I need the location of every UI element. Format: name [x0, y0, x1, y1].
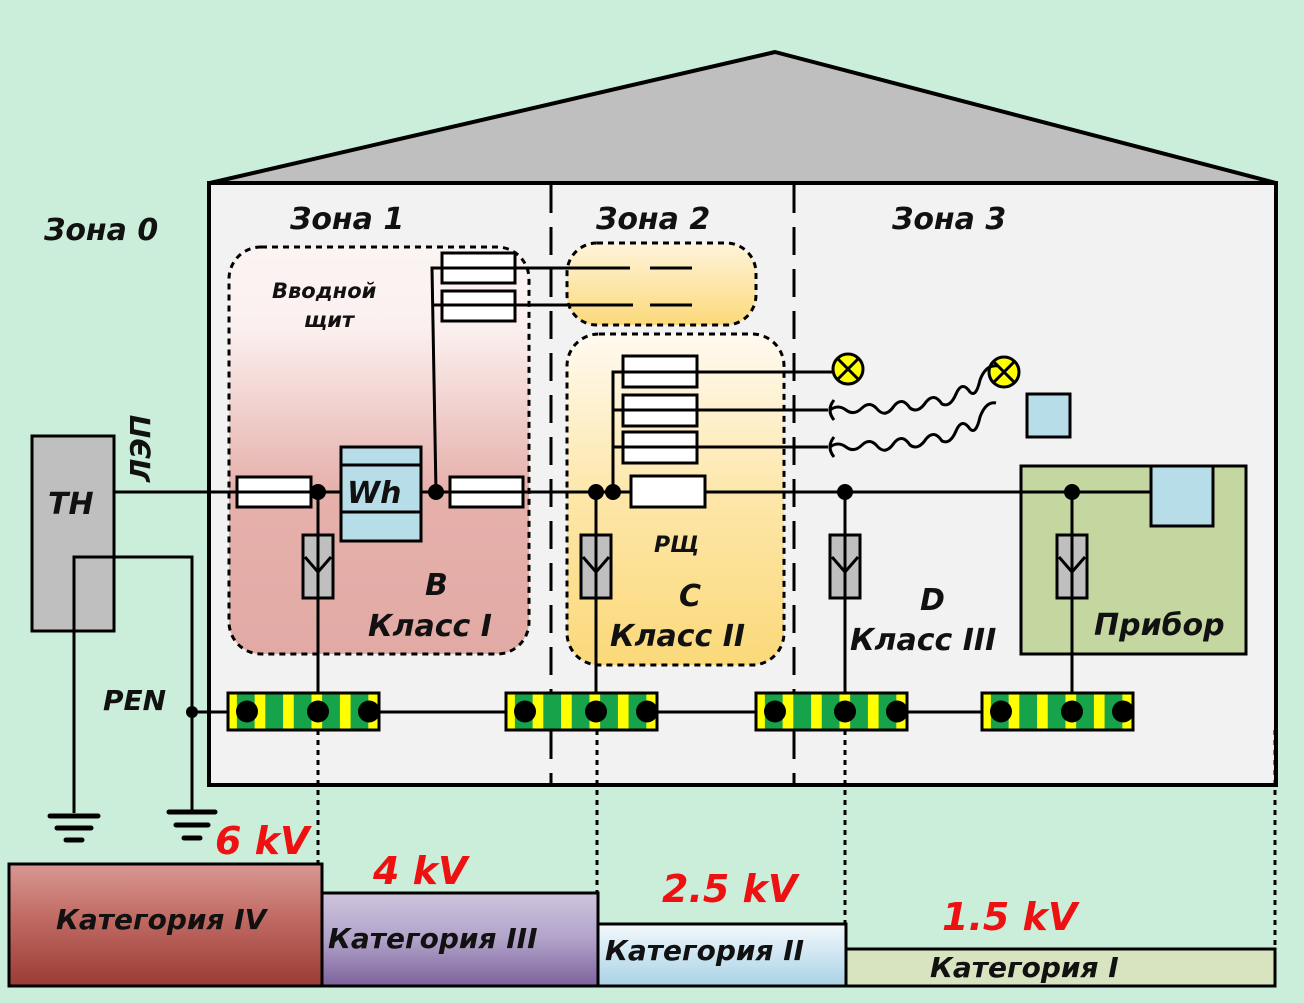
- spd-zone2: [579, 492, 613, 712]
- roof: [208, 50, 1278, 185]
- class-c-letter: C: [679, 579, 701, 614]
- load-box: [1025, 392, 1072, 439]
- voltage-cat3: 4 kV: [372, 849, 470, 893]
- class-d-letter: D: [920, 583, 945, 618]
- equipotential-bar-4: [980, 691, 1135, 732]
- terminal-dot: [764, 700, 786, 723]
- zone0-label: Зона 0: [43, 213, 158, 248]
- terminal-dot: [636, 700, 658, 723]
- ground-symbol-1: [47, 813, 101, 843]
- terminal-dot: [514, 700, 536, 723]
- category-iii-bar: [320, 891, 600, 988]
- category-iii-label: Категория III: [328, 922, 538, 955]
- class-i-label: Класс I: [368, 609, 492, 644]
- zone2-upper-area: [565, 241, 758, 327]
- terminal-dot: [585, 700, 607, 723]
- transformer-label: ТН: [48, 487, 94, 522]
- category-i-bar: [844, 947, 1277, 988]
- device-label: Прибор: [1094, 608, 1225, 643]
- voltage-cat1: 1.5 kV: [942, 895, 1080, 939]
- terminal-dot: [236, 700, 258, 723]
- class-iii-label: Класс III: [850, 623, 996, 658]
- meter-box: [339, 445, 423, 543]
- distribution-panel-label: РЩ: [654, 533, 699, 558]
- category-ii-label: Категория II: [605, 934, 804, 967]
- spd-zone1: [301, 492, 335, 712]
- class-b-letter: B: [425, 568, 448, 603]
- power-line-label: ЛЭП: [124, 415, 157, 483]
- category-iv-label: Категория IV: [56, 903, 269, 936]
- equipotential-bar-2: [504, 691, 659, 732]
- voltage-cat4: 6 kV: [215, 819, 312, 863]
- zone1-label: Зона 1: [289, 202, 404, 237]
- lamp-icon-1: [831, 352, 865, 386]
- terminal-dot: [990, 700, 1012, 723]
- spd-zone3: [828, 492, 862, 712]
- class-ii-label: Класс II: [610, 619, 745, 654]
- meter-label: Wh: [347, 476, 401, 511]
- spd-device: [1055, 492, 1089, 712]
- terminal-dot: [307, 700, 329, 723]
- ground-symbol-2: [166, 809, 218, 841]
- category-ii-bar: [596, 922, 848, 988]
- category-i-label: Категория I: [930, 951, 1119, 984]
- zone3-label: Зона 3: [891, 202, 1006, 237]
- pen-label: PEN: [103, 684, 166, 717]
- voltage-cat2: 2.5 kV: [662, 867, 800, 911]
- cord-to-lamp: [828, 364, 999, 421]
- terminal-dot: [886, 700, 908, 723]
- main-panel-label-2: щит: [304, 308, 356, 332]
- equipotential-bar-3: [754, 691, 909, 732]
- dist-breaker-main: [629, 474, 707, 509]
- equipotential-bar-1: [226, 691, 381, 732]
- device-inner-load: [1149, 464, 1215, 528]
- terminal-dot: [1061, 700, 1083, 723]
- category-iv-bar: [7, 862, 324, 988]
- main-panel-label-1: Вводной: [272, 279, 377, 303]
- terminal-dot: [834, 700, 856, 723]
- zone2-label: Зона 2: [595, 202, 710, 237]
- terminal-dot: [358, 700, 380, 723]
- lamp-icon-2: [987, 355, 1021, 389]
- cord-to-load: [828, 401, 997, 458]
- terminal-dot: [1112, 700, 1134, 723]
